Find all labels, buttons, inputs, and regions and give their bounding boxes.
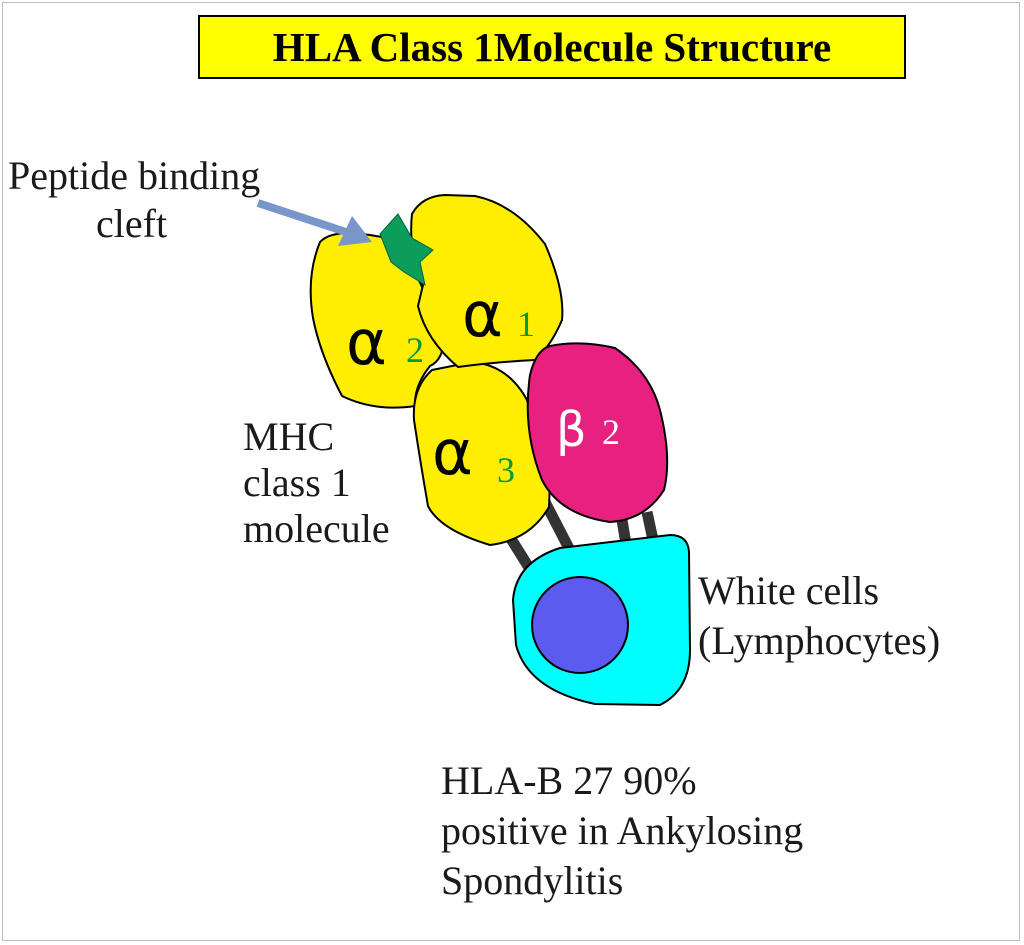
hla-b27-note: HLA-B 27 90% positive in Ankylosing Spon… <box>441 756 803 906</box>
hla-b27-line-3: Spondylitis <box>441 858 624 903</box>
beta2-anchor-right <box>641 510 659 542</box>
svg-text:β: β <box>556 402 587 458</box>
svg-text:α: α <box>346 306 387 379</box>
peptide-cleft-line-1: Peptide binding <box>8 153 261 198</box>
alpha3-label: α 3 <box>432 416 515 490</box>
diagram-title: HLA Class 1Molecule Structure <box>198 15 906 79</box>
mhc-label: MHC class 1 molecule <box>243 414 390 552</box>
mhc-line-2: class 1 <box>243 460 351 505</box>
alpha1-domain <box>410 193 564 369</box>
svg-text:3: 3 <box>497 450 515 490</box>
beta2-label: β 2 <box>556 402 620 458</box>
peptide-cleft-line-2: cleft <box>96 201 168 246</box>
svg-text:2: 2 <box>602 412 620 452</box>
peptide-icon <box>379 213 434 287</box>
white-cells-line-2: (Lymphocytes) <box>698 618 941 663</box>
mhc-line-1: MHC <box>243 414 335 459</box>
mhc-line-3: molecule <box>243 506 390 551</box>
hla-b27-line-2: positive in Ankylosing <box>441 808 804 853</box>
alpha1-label: α 1 <box>462 278 535 351</box>
white-cells-label: White cells (Lymphocytes) <box>698 566 940 666</box>
svg-text:α: α <box>432 416 473 489</box>
svg-text:1: 1 <box>517 304 535 344</box>
svg-text:α: α <box>462 278 503 351</box>
alpha2-label: α 2 <box>346 306 424 379</box>
beta2-domain <box>526 342 669 524</box>
cell-nucleus <box>531 576 629 674</box>
svg-text:2: 2 <box>406 330 424 370</box>
peptide-cleft-label: Peptide binding cleft <box>8 152 260 248</box>
hla-b27-line-1: HLA-B 27 90% <box>441 758 697 803</box>
arrow-icon <box>256 199 372 246</box>
white-cells-line-1: White cells <box>698 568 880 613</box>
